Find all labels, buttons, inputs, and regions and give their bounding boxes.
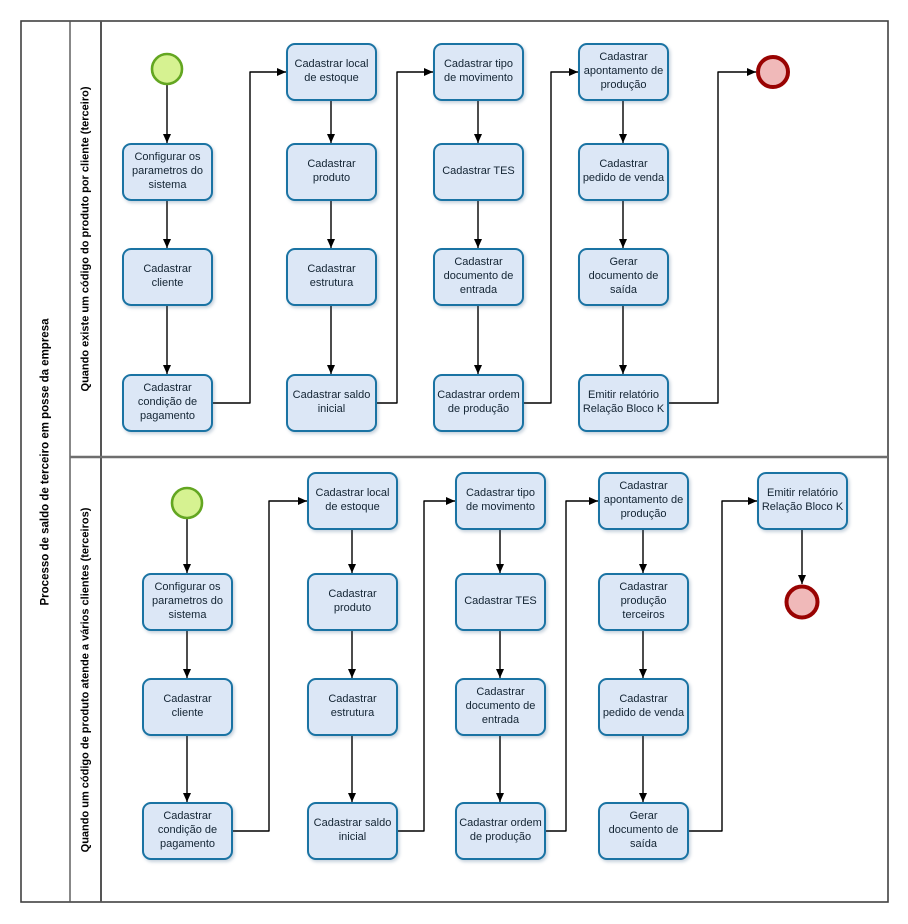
sequence-flow xyxy=(213,68,286,404)
task-cadastrar-apontamento-producao[interactable]: Cadastrar apontamento de produção xyxy=(578,43,669,101)
task-cadastrar-tes[interactable]: Cadastrar TES xyxy=(433,143,524,201)
task-cadastrar-cliente[interactable]: Cadastrar cliente xyxy=(122,248,213,306)
task-cadastrar-local-estoque[interactable]: Cadastrar local de estoque xyxy=(286,43,377,101)
task-cadastrar-ordem-producao[interactable]: Cadastrar ordem de produção xyxy=(455,802,546,860)
task-gerar-documento-saida[interactable]: Gerar documento de saída xyxy=(578,248,669,306)
task-cadastrar-tipo-movimento[interactable]: Cadastrar tipo de movimento xyxy=(433,43,524,101)
task-cadastrar-producao-terceiros[interactable]: Cadastrar produção terceiros xyxy=(598,573,689,631)
pool-title: Processo de saldo de terceiro em posse d… xyxy=(39,318,52,605)
task-cadastrar-ordem-producao[interactable]: Cadastrar ordem de produção xyxy=(433,374,524,432)
task-cadastrar-estrutura[interactable]: Cadastrar estrutura xyxy=(286,248,377,306)
task-configurar-parametros[interactable]: Configurar os parametros do sistema xyxy=(122,143,213,201)
task-cadastrar-cliente[interactable]: Cadastrar cliente xyxy=(142,678,233,736)
task-cadastrar-estrutura[interactable]: Cadastrar estrutura xyxy=(307,678,398,736)
task-cadastrar-produto[interactable]: Cadastrar produto xyxy=(307,573,398,631)
task-cadastrar-condicao-pagamento[interactable]: Cadastrar condição de pagamento xyxy=(142,802,233,860)
lane-label-2: Quando um código de produto atende a vár… xyxy=(79,507,92,852)
task-cadastrar-produto[interactable]: Cadastrar produto xyxy=(286,143,377,201)
end-event-icon[interactable] xyxy=(756,55,790,89)
end-event-icon[interactable] xyxy=(784,584,820,620)
task-cadastrar-saldo-inicial[interactable]: Cadastrar saldo inicial xyxy=(286,374,377,432)
lane-label-1: Quando existe um código do produto por c… xyxy=(79,86,92,392)
pool-border xyxy=(20,20,889,903)
task-cadastrar-pedido-venda[interactable]: Cadastrar pedido de venda xyxy=(598,678,689,736)
task-emitir-relatorio-bloco-k[interactable]: Emitir relatório Relação Bloco K xyxy=(578,374,669,432)
sequence-flow xyxy=(689,497,757,832)
task-gerar-documento-saida[interactable]: Gerar documento de saída xyxy=(598,802,689,860)
task-emitir-relatorio-bloco-k[interactable]: Emitir relatório Relação Bloco K xyxy=(757,472,848,530)
sequence-flow xyxy=(398,497,455,832)
sequence-flow xyxy=(377,68,433,404)
start-event-icon[interactable] xyxy=(150,52,184,86)
task-cadastrar-pedido-venda[interactable]: Cadastrar pedido de venda xyxy=(578,143,669,201)
sequence-flow xyxy=(233,497,307,832)
task-cadastrar-local-estoque[interactable]: Cadastrar local de estoque xyxy=(307,472,398,530)
task-cadastrar-documento-entrada[interactable]: Cadastrar documento de entrada xyxy=(433,248,524,306)
sequence-flow xyxy=(669,68,756,404)
sequence-flow xyxy=(524,68,578,404)
task-cadastrar-documento-entrada[interactable]: Cadastrar documento de entrada xyxy=(455,678,546,736)
task-cadastrar-tes[interactable]: Cadastrar TES xyxy=(455,573,546,631)
task-cadastrar-tipo-movimento[interactable]: Cadastrar tipo de movimento xyxy=(455,472,546,530)
task-configurar-parametros[interactable]: Configurar os parametros do sistema xyxy=(142,573,233,631)
task-cadastrar-condicao-pagamento[interactable]: Cadastrar condição de pagamento xyxy=(122,374,213,432)
task-cadastrar-saldo-inicial[interactable]: Cadastrar saldo inicial xyxy=(307,802,398,860)
task-cadastrar-apontamento-producao[interactable]: Cadastrar apontamento de produção xyxy=(598,472,689,530)
sequence-flow xyxy=(546,497,598,832)
start-event-icon[interactable] xyxy=(170,486,204,520)
